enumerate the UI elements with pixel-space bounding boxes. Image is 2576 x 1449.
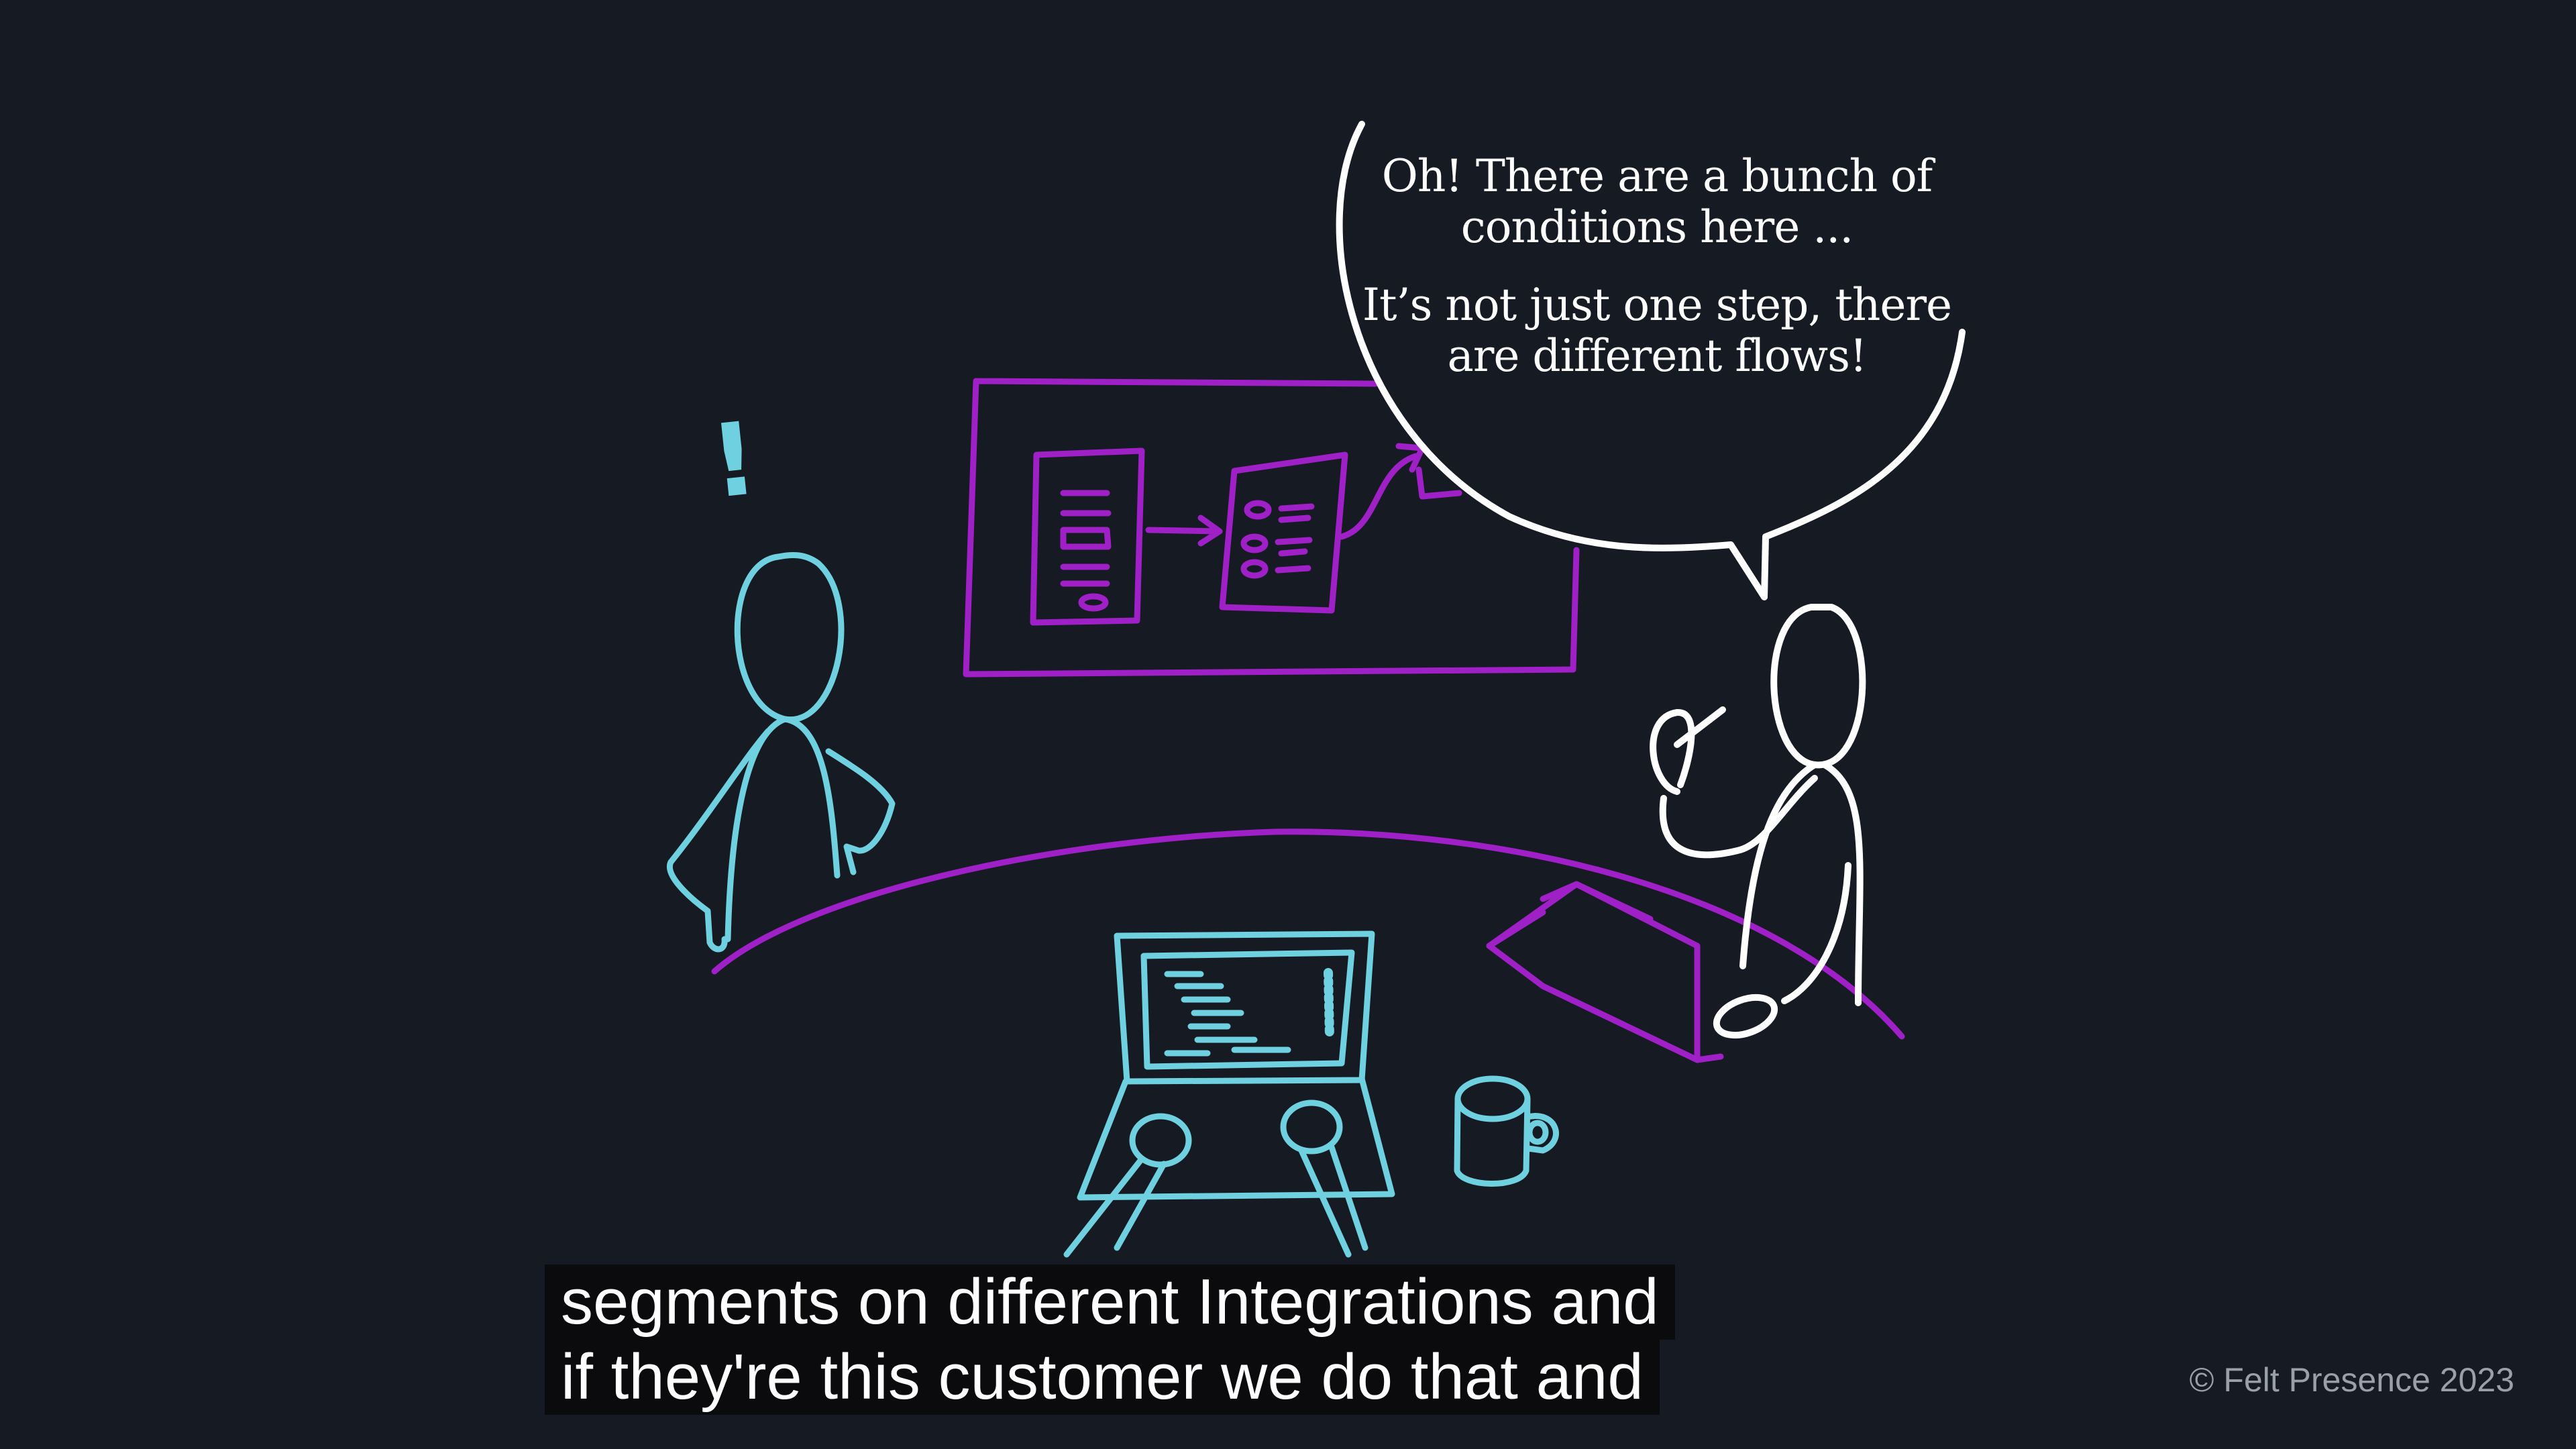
subtitles: segments on different Integrations and i…: [545, 1265, 1675, 1415]
right-person: [1650, 604, 1866, 1039]
laptop: [1063, 930, 1395, 1258]
subtitle-line-2: if they're this customer we do that and: [545, 1340, 1660, 1415]
whiteboard: [963, 378, 1580, 678]
speech-bubble: [1336, 121, 1966, 600]
mug: [1454, 1075, 1559, 1187]
left-person: [666, 551, 896, 953]
speech-bubble-text: Oh! There are a bunch of conditions here…: [1355, 151, 1959, 382]
table-edge: [711, 828, 1905, 1040]
copyright-notice: © Felt Presence 2023: [2189, 1361, 2514, 1399]
speech-line-1: Oh! There are a bunch of conditions here…: [1381, 150, 1933, 253]
subtitle-line-1: segments on different Integrations and: [545, 1265, 1675, 1340]
speech-line-2: It’s not just one step, there are differ…: [1362, 279, 1952, 382]
right-laptop: [1486, 881, 1724, 1063]
